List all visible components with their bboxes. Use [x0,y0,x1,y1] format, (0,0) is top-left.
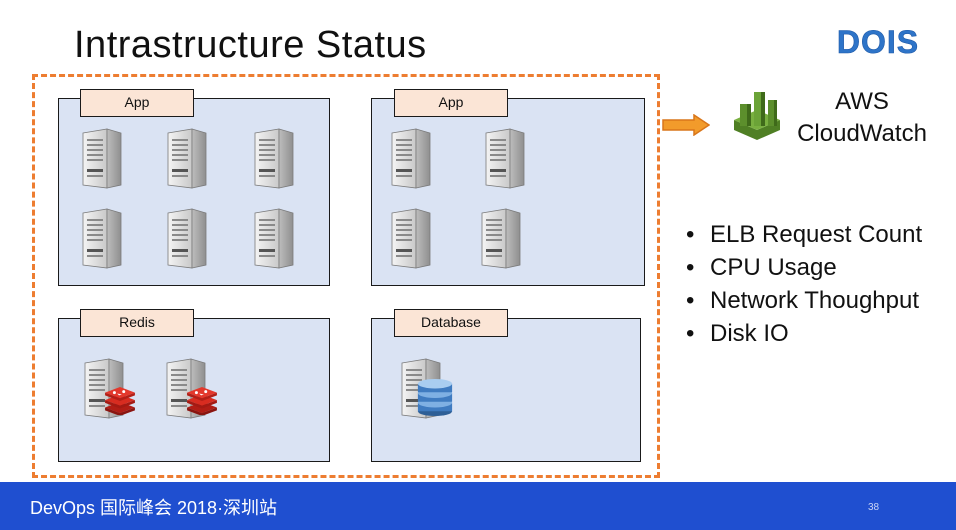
list-item: •CPU Usage [686,254,837,281]
metric-label: CPU Usage [710,254,837,281]
server-icon [251,127,295,189]
list-item: •Network Thoughput [686,287,920,314]
footer-event-text: DevOps 国际峰会 2018·深圳站 [30,498,278,518]
metric-label: Network Thoughput [710,287,920,314]
dois-logo: DOIS [837,24,919,61]
page-number: 38 [868,502,880,513]
metric-label: Disk IO [710,320,789,347]
app-tag-2: App [394,89,508,117]
database-icon [416,377,454,417]
server-icon [388,127,432,189]
redis-tag: Redis [80,309,194,337]
metrics-list: •ELB Request Count •CPU Usage •Network T… [686,218,922,350]
infrastructure-boundary [32,74,660,478]
list-item: •ELB Request Count [686,221,923,248]
cloudwatch-icon [734,92,780,140]
arrow-right-icon [662,114,710,136]
app-tag-1: App [80,89,194,117]
server-icon [79,127,123,189]
server-icon [164,127,208,189]
metric-label: ELB Request Count [710,221,923,248]
redis-icon [103,387,137,415]
redis-icon [185,387,219,415]
footer-bar: DevOps 国际峰会 2018·深圳站 38 [0,482,956,530]
app-panel-1 [58,98,330,286]
redis-panel [58,318,330,462]
server-icon [251,207,295,269]
cloudwatch-label-line2: CloudWatch [797,120,927,147]
list-item: •Disk IO [686,320,789,347]
server-icon [478,207,522,269]
logo-text: DOIS [837,24,919,60]
app-panel-2 [371,98,645,286]
database-tag: Database [394,309,508,337]
server-icon [79,207,123,269]
database-panel [371,318,641,462]
server-icon [482,127,526,189]
cloudwatch-label-line1: AWS [835,88,889,115]
server-icon [164,207,208,269]
slide-title: Intrastructure Status [74,24,427,66]
cloudwatch-label: AWS CloudWatch [790,86,934,150]
server-icon [388,207,432,269]
